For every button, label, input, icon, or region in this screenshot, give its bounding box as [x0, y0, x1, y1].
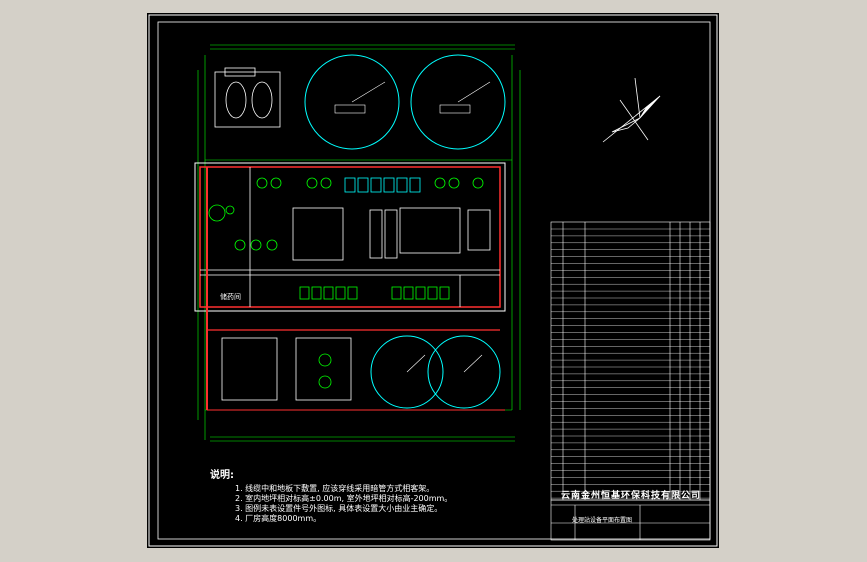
outer-border: [148, 14, 718, 547]
company-name: 云南金州恒基环保科技有限公司: [560, 491, 701, 501]
lower-tanks: [221, 337, 352, 401]
upper-left-tanks: [214, 67, 281, 128]
pump-units-top: [256, 177, 484, 189]
process-units: [292, 207, 491, 261]
note-line: 1. 线缆中和地板下敷置, 应该穿线采用暗管方式相客架。: [235, 484, 435, 493]
equipment-row-bottom: [299, 286, 450, 300]
notes-title: 说明:: [210, 470, 234, 481]
drawing-name: 处理站设备平面布置图: [572, 517, 633, 524]
note-line: 2. 室内地坪相对标高±0.00m, 室外地坪相对标高-200mm。: [235, 494, 453, 503]
left-equipment-circles: [208, 204, 278, 251]
north-arrow-icon: [602, 77, 661, 143]
drawing-frame: [147, 13, 719, 548]
note-line: 4. 厂房高度8000mm。: [235, 514, 322, 523]
equipment-row-top: [344, 177, 421, 193]
circular-tanks: [304, 54, 506, 409]
parts-table: [550, 221, 711, 501]
title-block: [550, 499, 711, 541]
left-room-label: 储药间: [220, 293, 241, 301]
inner-border: [157, 21, 711, 540]
note-line: 3. 图例未表设置件号外图标, 具体表设置大小由业主确定。: [235, 504, 443, 513]
tank-inner-marks: [334, 81, 491, 373]
building-walls: [194, 162, 506, 411]
drawing-notes: 说明: 1. 线缆中和地板下敷置, 应该穿线采用暗管方式相客架。 2. 室内地坪…: [210, 466, 452, 524]
parts-table-rows: [551, 228, 710, 499]
dimension-lines: [197, 44, 521, 442]
